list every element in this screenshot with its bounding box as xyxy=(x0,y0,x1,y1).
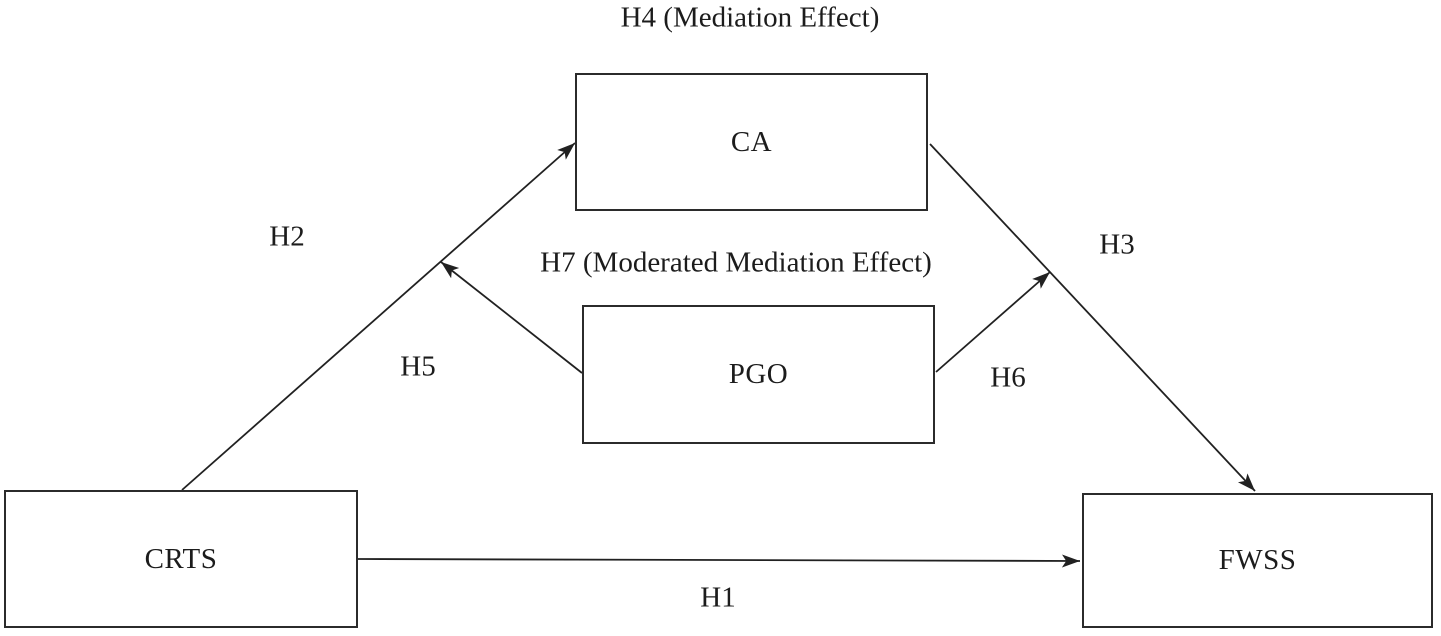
node-pgo: PGO xyxy=(582,305,935,444)
node-crts-label: CRTS xyxy=(144,542,218,575)
node-pgo-label: PGO xyxy=(728,358,789,390)
edge-label-h2: H2 xyxy=(269,220,305,253)
edge-label-h5: H5 xyxy=(400,350,436,383)
edge-label-h4-mediation-effect: H4 (Mediation Effect) xyxy=(620,1,880,34)
edge-label-h1: H1 xyxy=(700,581,736,614)
arrow-crts-to-fwss xyxy=(357,554,1081,568)
arrow-pgo-to-crts-ca-path xyxy=(440,261,583,374)
arrow-ca-to-fwss xyxy=(929,143,1256,492)
edge-label-h7-moderated-mediation-effect: H7 (Moderated Mediation Effect) xyxy=(540,246,932,279)
node-fwss: FWSS xyxy=(1082,493,1433,628)
node-fwss-label: FWSS xyxy=(1218,544,1297,576)
node-ca: CA xyxy=(575,73,928,211)
arrow-crts-to-ca xyxy=(181,142,576,491)
edge-label-h6: H6 xyxy=(990,361,1026,394)
arrow-pgo-to-ca-fwss-path xyxy=(935,271,1051,373)
node-ca-label: CA xyxy=(730,125,773,158)
node-crts: CRTS xyxy=(4,490,358,628)
edge-label-h3: H3 xyxy=(1099,228,1135,261)
